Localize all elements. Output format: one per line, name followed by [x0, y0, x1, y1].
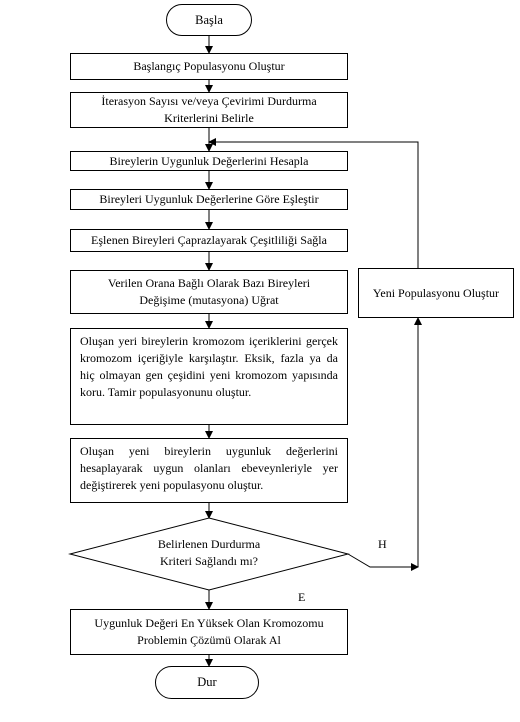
start-terminal: Başla [166, 4, 252, 36]
step-final-solution: Uygunluk Değeri En Yüksek Olan Kromozomu… [70, 609, 348, 655]
step-stop-criteria-line1: İterasyon Sayısı ve/veya Çevirimi Durdur… [101, 94, 317, 108]
yes-branch-label: E [298, 590, 306, 604]
step-mutation-line1: Verilen Orana Bağlı Olarak Bazı Bireyler… [107, 276, 311, 290]
end-terminal: Dur [155, 666, 259, 699]
side-new-population-label: Yeni Populasyonu Oluştur [372, 285, 500, 300]
step-stop-criteria-line2: Kriterlerini Belirle [164, 111, 254, 125]
decision-line2: Kriteri Sağlandı mı? [160, 554, 258, 568]
step-new-population-text: Oluşan yeni bireylerin uygunluk değerler… [80, 444, 338, 492]
step-repair-text: Oluşan yeri bireylerin kromozom içerikle… [80, 334, 338, 399]
step-final-solution-line2: Problemin Çözümü Olarak Al [137, 633, 281, 647]
step-repair: Oluşan yeri bireylerin kromozom içerikle… [70, 328, 348, 425]
start-label: Başla [195, 12, 223, 27]
step-mutation: Verilen Orana Bağlı Olarak Bazı Bireyler… [70, 270, 348, 314]
step-stop-criteria: İterasyon Sayısı ve/veya Çevirimi Durdur… [70, 92, 348, 128]
step-new-population: Oluşan yeni bireylerin uygunluk değerler… [70, 438, 348, 503]
step-fitness-calc-label: Bireylerin Uygunluk Değerlerini Hesapla [109, 153, 309, 168]
step-fitness-calc: Bireylerin Uygunluk Değerlerini Hesapla [70, 151, 348, 171]
decision-label: Belirlenen Durdurma Kriteri Sağlandı mı? [119, 536, 299, 570]
decision-line1: Belirlenen Durdurma [157, 537, 261, 551]
step-initial-population: Başlangıç Populasyonu Oluştur [70, 53, 348, 80]
step-pairing-label: Bireyleri Uygunluk Değerlerine Göre Eşle… [99, 192, 319, 206]
arrow-sidebox-loop [208, 138, 419, 268]
side-new-population: Yeni Populasyonu Oluştur [358, 268, 514, 318]
arrow-decision-no-right [347, 553, 419, 571]
step-crossover: Eşlenen Bireyleri Çaprazlayarak Çeşitlil… [70, 229, 348, 252]
step-initial-population-label: Başlangıç Populasyonu Oluştur [133, 59, 285, 73]
step-mutation-line2: Değişime (mutasyona) Uğrat [139, 293, 279, 307]
step-pairing: Bireyleri Uygunluk Değerlerine Göre Eşle… [70, 189, 348, 210]
end-label: Dur [197, 675, 217, 689]
decision-diamond [68, 517, 350, 591]
step-crossover-label: Eşlenen Bireyleri Çaprazlayarak Çeşitlil… [91, 233, 327, 247]
step-final-solution-line1: Uygunluk Değeri En Yüksek Olan Kromozomu [94, 616, 324, 630]
no-branch-label: H [378, 537, 387, 551]
